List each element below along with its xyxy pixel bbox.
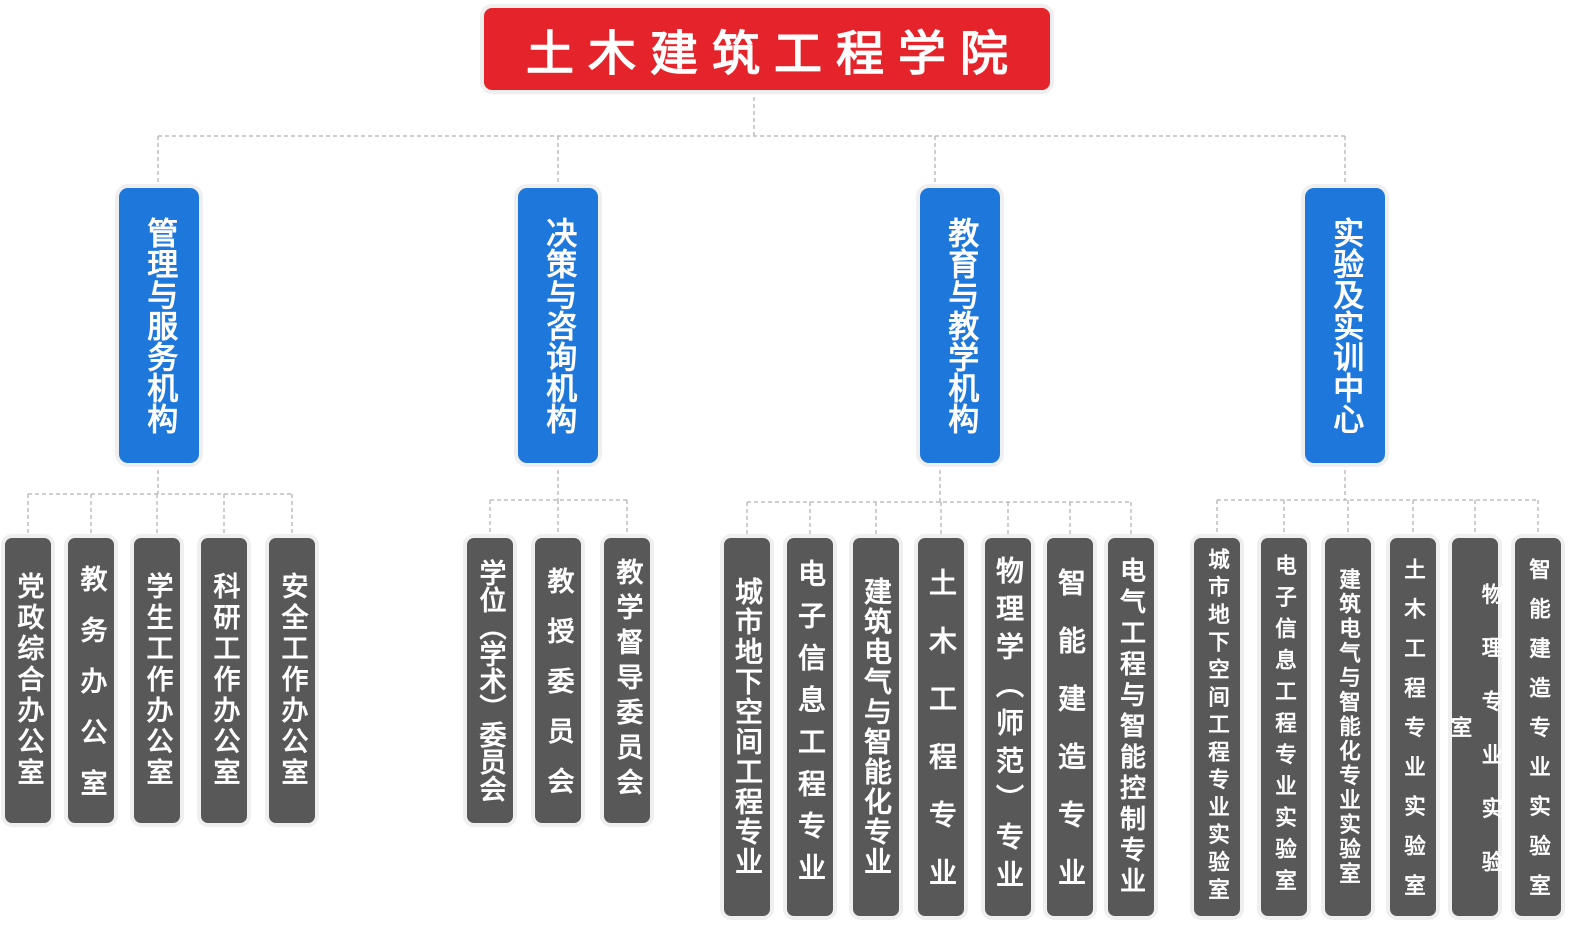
- category-decision-consulting: 决策与咨询机构: [518, 188, 598, 463]
- leaf-node: 物理学（师范）专业: [985, 538, 1031, 916]
- leaf-node: 学位（学术）委员会: [467, 538, 513, 823]
- leaf-node: 城市地下空间工程专业实验室: [1194, 538, 1240, 916]
- connector-cat-2: [489, 463, 628, 538]
- leaf-node: 电气工程与智能控制专业: [1108, 538, 1154, 916]
- leaf-node: 建筑电气与智能化专业实验室: [1325, 538, 1371, 916]
- leaf-node: 科研工作办公室: [201, 538, 247, 823]
- leaf-node: 智能建造专业: [1047, 538, 1093, 916]
- leaf-node: 安全工作办公室: [269, 538, 315, 823]
- leaf-node: 电子信息工程专业: [787, 538, 833, 916]
- root-node: 土木建筑工程学院: [484, 8, 1050, 90]
- leaf-node: 教务办公室: [68, 538, 114, 823]
- connector-cat-1: [27, 463, 293, 538]
- leaf-node: 智能建造专业实验室: [1515, 538, 1561, 916]
- leaf-node: 教学督导委员会: [604, 538, 650, 823]
- leaf-node: 教授委员会: [535, 538, 581, 823]
- connector-root: [157, 90, 1346, 188]
- leaf-node: 学生工作办公室: [134, 538, 180, 823]
- category-management-services: 管理与服务机构: [119, 188, 199, 463]
- leaf-node: 城市地下空间工程专业: [724, 538, 770, 916]
- leaf-node: 党政综合办公室: [5, 538, 51, 823]
- leaf-node: 物理专业实验室: [1447, 538, 1503, 916]
- category-education-teaching: 教育与教学机构: [920, 188, 1000, 463]
- connector-cat-3: [746, 463, 1132, 538]
- connector-cat-4: [1216, 463, 1539, 538]
- category-experiment-training-center: 实验及实训中心: [1305, 188, 1385, 463]
- leaf-node: 电子信息工程专业实验室: [1261, 538, 1307, 916]
- leaf-node: 建筑电气与智能化专业: [853, 538, 899, 916]
- leaf-node: 土木工程专业实验室: [1390, 538, 1436, 916]
- leaf-node: 土木工程专业: [918, 538, 964, 916]
